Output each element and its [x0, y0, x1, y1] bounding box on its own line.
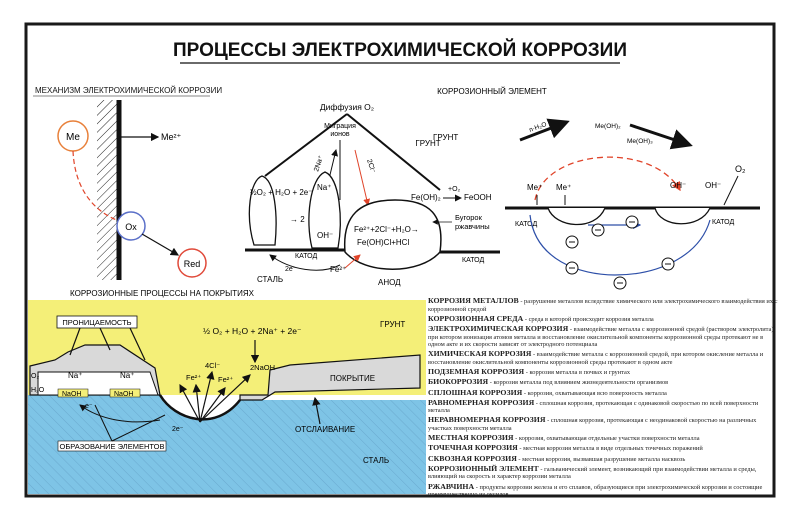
ion-flow-arc — [534, 156, 681, 201]
glossary-item: НЕРАВНОМЕРНАЯ КОРРОЗИЯ - сплошная корроз… — [428, 415, 757, 433]
glossary-item: ПОДЗЕМНАЯ КОРРОЗИЯ - коррозия металла в … — [428, 367, 631, 377]
coating-soil-label: ГРУНТ — [380, 320, 405, 329]
coating-steel-label: СТАЛЬ — [363, 456, 389, 465]
coating-na-2: Na⁺ — [120, 371, 134, 380]
glossary-item: РАВНОМЕРНАЯ КОРРОЗИЯ - сплошная коррозия… — [428, 397, 759, 415]
fe-ion-label: Fe²⁺ — [330, 265, 346, 274]
electron-path — [72, 150, 123, 223]
cl-migration-label: 2Cl⁻ — [365, 158, 376, 174]
red-label: Red — [184, 259, 201, 269]
glossary-item: ЭЛЕКТРОХИМИЧЕСКАЯ КОРРОЗИЯ - взаимодейст… — [428, 323, 776, 349]
glossary-item: БИОКОРРОЗИЯ - коррозия металла под влиян… — [428, 377, 669, 387]
plus-o2-label: +O₂ — [448, 186, 461, 193]
glossary-item: РЖАВЧИНА - продукты коррозии железа и ег… — [428, 481, 763, 499]
me-ion-label: Me²⁺ — [161, 132, 181, 142]
rust-mound-diagram: Диффузия O₂ Миграция ионов ГРУНТ 2Na⁺ 2C… — [245, 102, 500, 287]
anode-label: АНОД — [378, 278, 401, 287]
bump-label-1: Бугорок — [455, 213, 483, 222]
element-o2-label: O₂ — [735, 164, 746, 174]
metal-hatching — [97, 100, 119, 280]
element-heading: КОРРОЗИОННЫЙ ЭЛЕМЕНТ — [437, 87, 547, 96]
electron-flow-outer — [529, 214, 711, 276]
coating-h2o: H₂O — [31, 387, 45, 394]
oh-minus-2: OH⁻ — [705, 181, 721, 190]
coating-cl: 4Cl⁻ — [205, 361, 220, 370]
migration-label-2: ионов — [330, 131, 350, 138]
ox-label: Ox — [125, 222, 137, 232]
corrosion-element-diagram: КОРРОЗИОННЫЙ ЭЛЕМЕНТ n·H₂O Me(OH)₂ Me(OH… — [433, 87, 760, 290]
coating-label: ПОКРЫТИЕ — [330, 374, 375, 383]
central-cathode-label: КАТОД — [295, 253, 317, 260]
migration-label-1: Миграция — [324, 123, 356, 130]
glossary-item: СКВОЗНАЯ КОРРОЗИЯ - местная коррозия, вы… — [428, 453, 686, 463]
element-cathode-left: КАТОД — [515, 221, 537, 228]
central-soil-label: ГРУНТ — [415, 139, 440, 148]
na-ion-label: Na⁺ — [317, 183, 331, 192]
anode-eq-2: Fe(OH)Cl+HCl — [357, 238, 409, 247]
glossary-item: ХИМИЧЕСКАЯ КОРРОЗИЯ - взаимодействие мет… — [428, 349, 764, 366]
element-cathode-right: КАТОД — [712, 219, 734, 226]
red-circle — [177, 248, 207, 278]
diffusion-label: Диффузия O₂ — [320, 102, 374, 112]
me-plus-2: Me⁺ — [556, 183, 571, 192]
me-plus-1: Me⁺ — [527, 183, 542, 192]
peeling-label: ОТСЛАИВАНИЕ — [295, 425, 355, 434]
coating-right — [239, 354, 421, 401]
feoh2-label: Fe(OH)₂ — [411, 193, 441, 202]
anode-eq-1: Fe²⁺+2Cl⁻+H₂O→ — [354, 225, 419, 234]
ox-circle — [116, 211, 146, 241]
meoh3-label: Me(OH)₃ — [627, 138, 653, 145]
arrow-two: → 2 — [290, 215, 305, 224]
coating-naoh-2: NaOH — [114, 391, 133, 398]
glossary-item: КОРРОЗИОННЫЙ ЭЛЕМЕНТ - гальванический эл… — [428, 463, 757, 481]
oh-minus-1: OH⁻ — [670, 181, 686, 190]
bump-label-2: ржавчины — [455, 222, 490, 231]
coating-e2: 2e⁻ — [172, 426, 184, 433]
glossary-item: СПЛОШНАЯ КОРРОЗИЯ - коррозия, охватывающ… — [428, 387, 667, 397]
glossary-item: КОРРОЗИЯ МЕТАЛЛОВ - разрушение металлов … — [428, 296, 778, 313]
central-cathode-label-2: КАТОД — [462, 257, 484, 264]
glossary-item: КОРРОЗИОННАЯ СРЕДА - среда в которой про… — [428, 313, 654, 323]
element-soil-label: ГРУНТ — [433, 133, 458, 142]
coating-fe-2: Fe²⁺ — [218, 375, 233, 384]
na-migration-label: 2Na⁺ — [313, 154, 325, 172]
coating-reaction: ½ O₂ + H₂O + 2Na⁺ + 2e⁻ — [203, 326, 302, 336]
o2-eq-1: ½O₂ + H₂O + 2e⁻ — [250, 188, 312, 197]
formation-label: ОБРАЗОВАНИЕ ЭЛЕМЕНТОВ — [60, 442, 165, 451]
glossary-item: ТОЧЕЧНАЯ КОРРОЗИЯ - местная коррозия мет… — [428, 443, 703, 453]
coating-fe-1: Fe²⁺ — [186, 373, 201, 382]
coating-o2: O₂ — [31, 373, 39, 380]
feooh-label: FeOOH — [464, 193, 492, 202]
coating-diagram: КОРРОЗИОННЫЕ ПРОЦЕССЫ НА ПОКРЫТИЯХ ПОКРЫ… — [28, 289, 426, 494]
me-atom-label: Me — [66, 132, 80, 143]
mechanism-diagram: МЕХАНИЗМ ЭЛЕКТРОХИМИЧЕСКОЙ КОРРОЗИИ Me M… — [33, 86, 222, 280]
coating-na-1: Na⁺ — [68, 371, 82, 380]
rust-mound — [343, 199, 442, 270]
coating-naoh-1: NaOH — [62, 391, 81, 398]
electrons-label: 2e⁻ — [285, 266, 297, 273]
oh-ion-label: OH⁻ — [317, 231, 333, 240]
mechanism-heading: МЕХАНИЗМ ЭЛЕКТРОХИМИЧЕСКОЙ КОРРОЗИИ — [35, 86, 222, 95]
glossary-item: МЕСТНАЯ КОРРОЗИЯ - коррозия, охватывающа… — [428, 433, 700, 443]
permeability-label: ПРОНИЦАЕМОСТЬ — [62, 318, 131, 327]
glossary: КОРРОЗИЯ МЕТАЛЛОВ - разрушение металлов … — [428, 296, 780, 499]
electron-circles — [565, 215, 675, 290]
coating-e1: e⁻ — [85, 403, 93, 410]
coating-heading: КОРРОЗИОННЫЕ ПРОЦЕССЫ НА ПОКРЫТИЯХ — [70, 289, 255, 298]
central-steel-label: СТАЛЬ — [257, 275, 283, 284]
poster-title: ПРОЦЕССЫ ЭЛЕКТРОХИМИЧЕСКОЙ КОРРОЗИИ — [173, 39, 627, 61]
coating-naoh-3: 2NaOH — [250, 363, 275, 372]
meoh2-label-1: Me(OH)₂ — [595, 123, 621, 130]
